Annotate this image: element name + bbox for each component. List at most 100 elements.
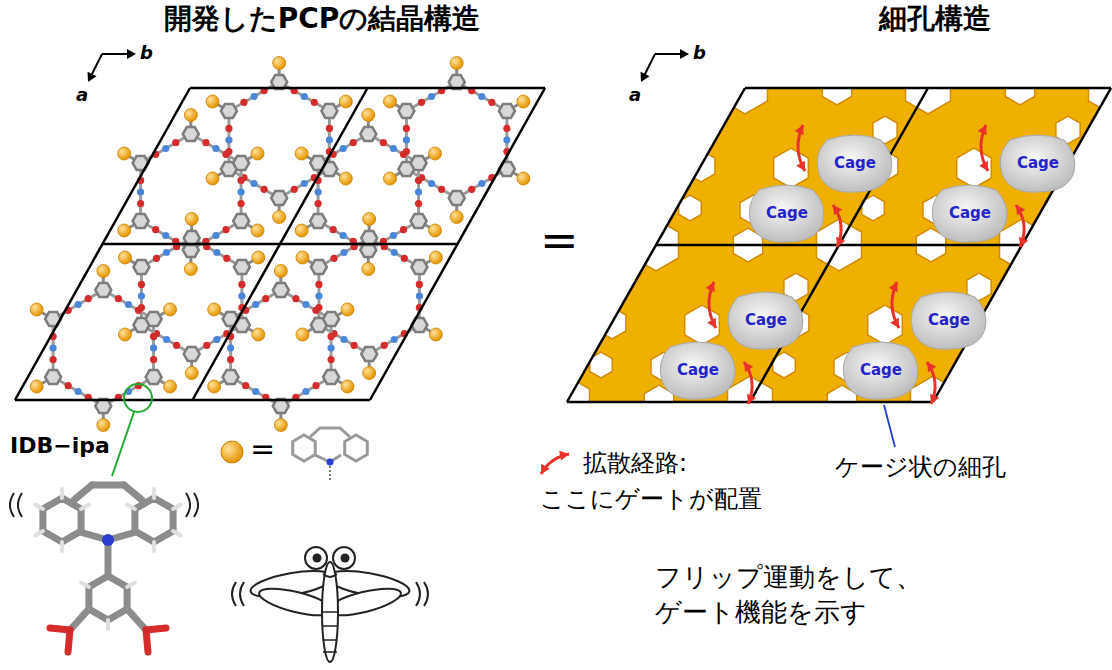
atom [292, 295, 299, 302]
arrow-head [833, 205, 842, 215]
atom [237, 200, 244, 207]
equals-sign: = [540, 212, 579, 270]
channel [326, 464, 354, 496]
cage-label: Cage [860, 361, 902, 379]
framework-bond [281, 290, 331, 319]
axis-label: b [140, 42, 153, 65]
legend-item: 拡散経路: [535, 446, 687, 480]
arrow-head [979, 161, 988, 171]
bond [81, 583, 89, 588]
cage-label-box: Cage [930, 182, 1010, 244]
pendant-group [30, 303, 43, 316]
atom [330, 226, 337, 233]
atom [438, 186, 445, 193]
bond [127, 583, 135, 588]
benzene-ring [89, 576, 127, 620]
bond [68, 630, 70, 652]
arrow-head [744, 362, 753, 372]
linker-ring [411, 260, 427, 274]
channel [379, 509, 405, 539]
pendant-group [339, 172, 352, 185]
pendant-ball [221, 441, 243, 463]
atom [213, 336, 220, 343]
framework-bond [229, 169, 279, 198]
linker-ring [323, 312, 339, 326]
atom [416, 281, 423, 288]
linker-ring [223, 370, 239, 384]
atom [203, 342, 210, 349]
axis-label: b [693, 42, 706, 65]
linker-ring [323, 370, 339, 384]
channel [362, 376, 407, 428]
pendant-group [206, 95, 219, 108]
bond [81, 505, 89, 510]
pendant-group [118, 251, 131, 264]
atom [212, 145, 219, 152]
framework-bond [231, 290, 281, 319]
pendant-group [429, 147, 442, 160]
channel [591, 148, 626, 188]
pore-surface [567, 88, 1111, 402]
atom [418, 99, 425, 106]
linker-ring [184, 347, 200, 361]
atom [150, 333, 157, 340]
linker-ring [311, 260, 327, 274]
pendant-group [97, 419, 110, 432]
channel [690, 116, 714, 144]
bond [35, 505, 43, 510]
atom [227, 356, 234, 363]
atom [315, 200, 322, 207]
channel [1106, 195, 1112, 225]
channel [685, 305, 720, 345]
atom [415, 188, 422, 195]
bond [152, 489, 156, 498]
cage-surface [728, 292, 803, 349]
atom [150, 356, 157, 363]
framework-bond [281, 377, 331, 406]
channel [1017, 352, 1043, 382]
cage-label: Cage [834, 154, 876, 172]
icon-nitrogen [327, 459, 334, 466]
atom [172, 139, 179, 146]
highlight-circle [124, 384, 152, 412]
atom [488, 99, 495, 106]
linker-ring [233, 214, 249, 228]
cage-label: Cage [766, 204, 808, 222]
pendant-group [206, 172, 219, 185]
framework-bond [53, 377, 103, 406]
unit-cell-edge [370, 88, 545, 400]
cage-label-box: Cage [658, 339, 738, 401]
arrow-head [796, 161, 805, 171]
atom [391, 336, 398, 343]
linker-ring [234, 260, 250, 274]
pupil [341, 554, 350, 563]
atom [302, 301, 309, 308]
pendant-group [362, 109, 375, 122]
atom [252, 388, 259, 395]
pendant-group [164, 303, 177, 316]
atom [213, 249, 220, 256]
cage-label: Cage [928, 311, 970, 329]
linker-ring [133, 260, 149, 274]
atom [50, 356, 57, 363]
idb-icon [293, 428, 368, 480]
framework-bond [406, 82, 456, 111]
atom [326, 136, 333, 143]
unit-cell-edge [750, 88, 928, 402]
channel [957, 148, 992, 188]
atom [262, 295, 269, 302]
cage-pore: Cage [841, 339, 921, 401]
atom [350, 139, 357, 146]
bond [152, 542, 156, 551]
arrow-head [541, 464, 550, 474]
atom [260, 186, 267, 193]
pore-channels [326, 0, 1112, 539]
pendant-group [185, 213, 198, 226]
framework-bond [141, 238, 191, 267]
linker-ring [398, 104, 414, 118]
arrow-head [836, 237, 845, 247]
atom [238, 281, 245, 288]
unit-cell-edge [15, 399, 370, 402]
atom [327, 333, 334, 340]
